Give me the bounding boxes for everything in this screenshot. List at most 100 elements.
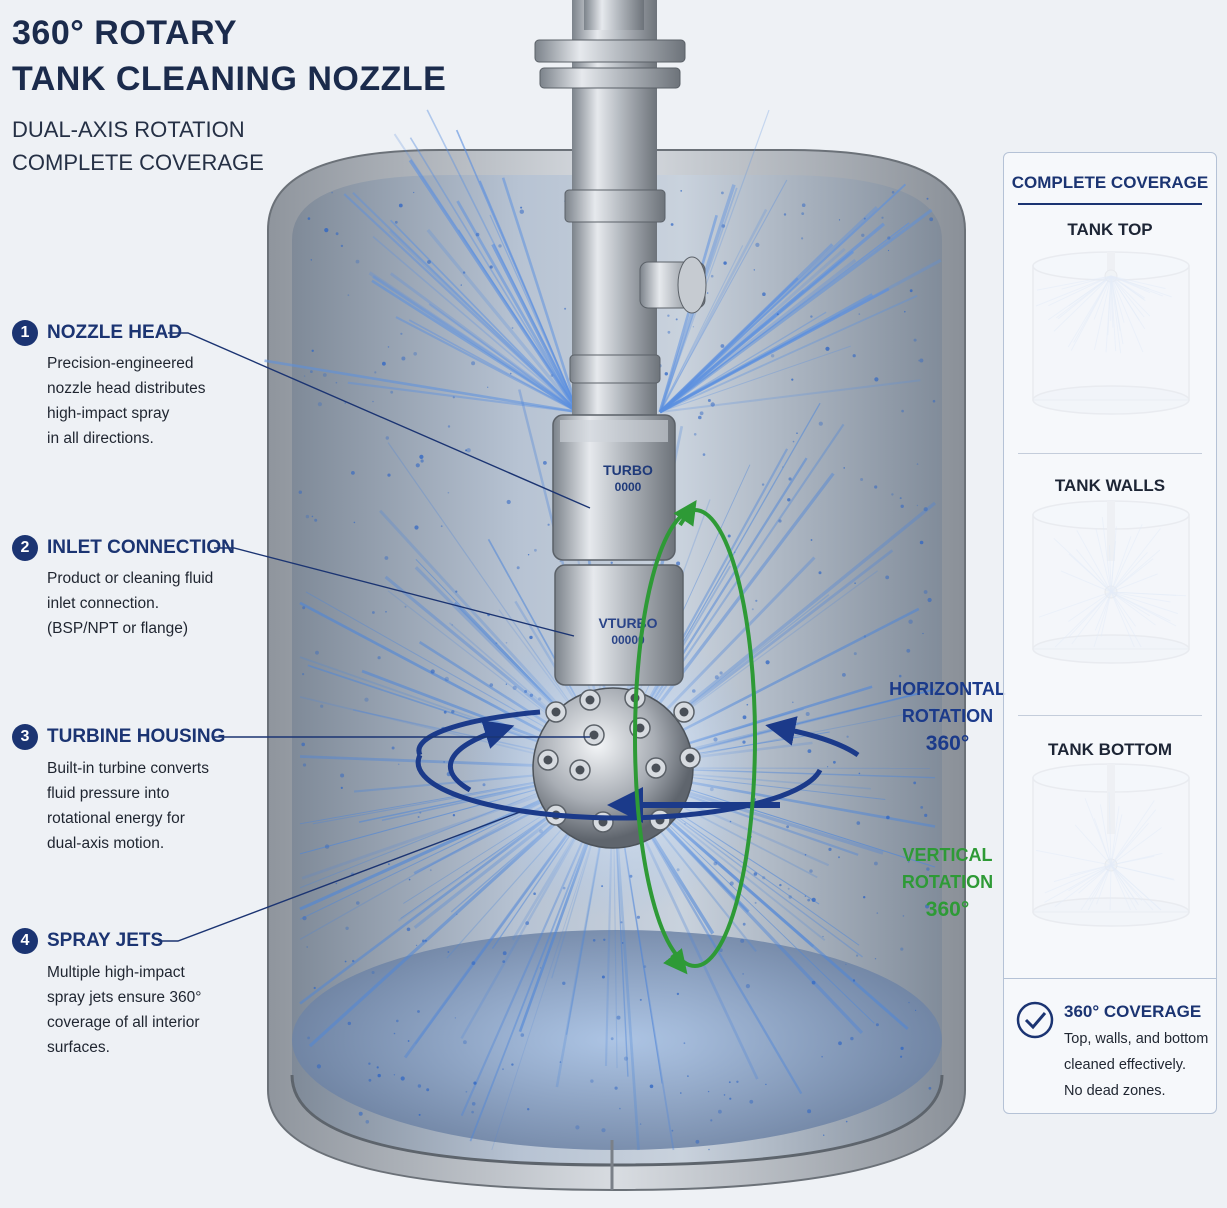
callout-title: NOZZLE HEAD [47, 322, 183, 343]
spray-droplet [670, 223, 674, 226]
spray-droplet [452, 396, 455, 399]
spray-droplet [525, 921, 530, 925]
spray-droplet [417, 816, 420, 818]
spray-stream [389, 272, 579, 414]
nozzle-port-orifice [679, 707, 689, 717]
spray-droplet [324, 844, 330, 849]
spray-droplet [845, 1120, 848, 1123]
spray-droplet [667, 330, 671, 334]
spray-droplet [706, 292, 709, 294]
spray-droplet [811, 897, 816, 903]
spray-droplet [527, 554, 530, 556]
page-title-line-1: 360° ROTARY [12, 14, 238, 52]
spray-droplet [462, 271, 466, 274]
view-label-tank-top: TANK TOP [1067, 220, 1153, 239]
spray-stream [264, 359, 579, 414]
spray-droplet [335, 232, 339, 236]
spray-droplet [788, 477, 792, 481]
horizontal-rotation-line-1: HORIZONTAL [889, 679, 1006, 699]
spray-droplet [765, 1083, 767, 1086]
callout-line: in all directions. [47, 430, 154, 447]
spray-droplet [400, 1076, 405, 1081]
callout-title: TURBINE HOUSING [47, 726, 226, 747]
spray-stream [395, 316, 579, 413]
spray-droplet [723, 1094, 726, 1096]
spray-droplet [420, 459, 424, 463]
spray-droplet [924, 813, 928, 818]
spray-droplet [471, 1102, 476, 1106]
spray-droplet [384, 556, 389, 560]
spray-droplet [807, 749, 812, 753]
spray-droplet [372, 400, 374, 403]
spray-droplet [316, 1064, 321, 1069]
spray-droplet [707, 1090, 710, 1093]
spray-droplet [302, 916, 307, 921]
nozzle-port-orifice [585, 695, 595, 705]
callout-line: Multiple high-impact [47, 964, 185, 981]
spray-droplet [516, 566, 520, 570]
spray-droplet [751, 608, 754, 611]
spray-stream [409, 137, 579, 413]
spray-droplet [356, 901, 360, 905]
spray-droplet [454, 1017, 457, 1019]
spray-stream [659, 183, 907, 413]
spray-droplet [340, 244, 344, 248]
spray-droplet [371, 971, 375, 974]
spray-droplet [443, 710, 447, 714]
spray-droplet [324, 228, 329, 233]
spray-droplet [302, 606, 306, 610]
nozzle-port-orifice [635, 723, 645, 733]
spray-stream [347, 381, 579, 414]
callout-line: inlet connection. [47, 595, 160, 612]
spray-droplet [801, 212, 805, 216]
spray-droplet [721, 224, 726, 228]
nozzle-port-orifice [551, 707, 561, 717]
spray-stream [408, 319, 579, 413]
spray-droplet [875, 1023, 879, 1027]
spray-droplet [876, 912, 879, 914]
spray-droplet [916, 504, 919, 507]
nozzle-port-orifice [685, 753, 695, 763]
spray-droplet [365, 1120, 370, 1124]
turbine-housing-body: TURBO 0000 VTURBO 00000 [552, 414, 684, 686]
spray-droplet [754, 901, 757, 904]
spray-droplet [429, 869, 432, 872]
spray-droplet [422, 939, 425, 943]
spray-droplet [918, 359, 920, 362]
callout-line: Product or cleaning fluid [47, 570, 214, 587]
spray-droplet [886, 815, 890, 820]
spray-droplet [671, 1129, 674, 1132]
spray-droplet [782, 466, 784, 468]
spray-stream [659, 345, 851, 413]
spray-droplet [922, 632, 924, 635]
spray-droplet [710, 1119, 713, 1122]
spray-stream [659, 294, 918, 413]
spray-droplet [451, 710, 455, 714]
spray-droplet [619, 1107, 621, 1110]
spray-droplet [863, 635, 867, 638]
spray-droplet [639, 1123, 642, 1125]
spray-droplet [729, 881, 734, 886]
spray-droplet [408, 878, 411, 881]
spray-droplet [417, 1010, 420, 1013]
spray-droplet [559, 1061, 562, 1063]
spray-droplet [776, 313, 779, 316]
spray-droplet [358, 1111, 363, 1116]
spray-droplet [393, 1074, 396, 1076]
spray-droplet [727, 534, 731, 538]
spray-droplet [601, 975, 605, 979]
callout-line: (BSP/NPT or flange) [47, 620, 188, 637]
spray-droplet [901, 409, 904, 413]
spray-droplet [315, 650, 319, 655]
spray-droplet [407, 1040, 410, 1042]
spray-droplet [452, 814, 456, 817]
spray-droplet [675, 318, 678, 321]
spray-droplet [621, 942, 624, 944]
spray-droplet [919, 358, 924, 363]
spray-droplet [424, 939, 427, 942]
coverage-line: No dead zones. [1064, 1083, 1166, 1099]
spray-droplet [302, 763, 307, 767]
spray-droplet [846, 735, 849, 738]
spray-droplet [310, 370, 313, 373]
spray-droplet [413, 191, 415, 194]
